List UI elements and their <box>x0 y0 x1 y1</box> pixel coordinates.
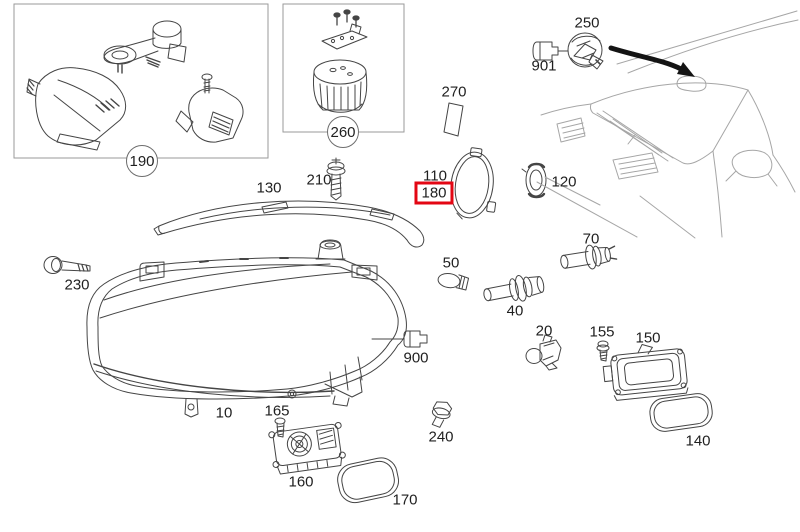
connector-900-drawing <box>371 330 428 348</box>
adjuster-kit-box <box>282 3 405 133</box>
part-label-240[interactable]: 240 <box>428 428 454 446</box>
part-label-120[interactable]: 120 <box>551 173 577 191</box>
part-label-210[interactable]: 210 <box>306 171 332 189</box>
bulb-70-drawing <box>560 244 618 270</box>
screw-165-drawing <box>274 417 286 438</box>
control-module-160-drawing <box>268 421 346 475</box>
part-label-180-highlighted[interactable]: 180 <box>414 181 454 205</box>
rain-sensor-drawing <box>567 32 604 70</box>
adjuster-motor-drawing <box>313 9 368 113</box>
gasket-170-drawing <box>337 457 400 504</box>
gasket-140-drawing <box>649 393 713 432</box>
part-label-270[interactable]: 270 <box>441 83 467 101</box>
part-label-230[interactable]: 230 <box>64 276 90 294</box>
part-label-140[interactable]: 140 <box>685 432 711 450</box>
part-label-165[interactable]: 165 <box>264 402 290 420</box>
part-label-155[interactable]: 155 <box>589 323 615 341</box>
part-label-70[interactable]: 70 <box>582 230 600 248</box>
direction-arrow-icon <box>608 45 695 77</box>
retaining-ring-drawing <box>450 147 497 220</box>
part-label-170[interactable]: 170 <box>392 491 418 509</box>
part-label-160[interactable]: 160 <box>288 473 314 491</box>
part-label-20[interactable]: 20 <box>535 322 553 340</box>
mounting-brackets-drawing <box>26 20 244 151</box>
trim-strip-drawing <box>153 200 425 248</box>
screw-155-drawing <box>596 340 610 362</box>
part-label-40[interactable]: 40 <box>506 302 524 320</box>
car-body-sketch <box>536 10 799 239</box>
bolt-240-drawing <box>431 401 453 428</box>
bulb-socket-20-drawing <box>525 334 562 371</box>
headlamp-drawing <box>86 239 407 418</box>
sensor-connector-drawing <box>532 41 569 61</box>
part-label-900[interactable]: 900 <box>403 349 429 367</box>
screw-210-drawing <box>326 157 346 201</box>
bulb-cap-drawing <box>521 162 547 199</box>
bolt-230-drawing <box>43 256 91 274</box>
bulb-50-drawing <box>437 272 470 291</box>
protective-film-drawing <box>443 102 464 137</box>
bracket-kit-box <box>13 3 269 159</box>
part-label-901[interactable]: 901 <box>531 57 557 75</box>
part-label-260[interactable]: 260 <box>327 116 359 148</box>
part-label-10[interactable]: 10 <box>215 404 233 422</box>
ballast-150-drawing <box>602 343 689 401</box>
part-label-130[interactable]: 130 <box>256 179 282 197</box>
part-label-110[interactable]: 110 <box>423 167 447 185</box>
part-label-190[interactable]: 190 <box>126 145 158 177</box>
part-label-50[interactable]: 50 <box>442 254 460 272</box>
part-label-250[interactable]: 250 <box>574 14 600 32</box>
part-label-150[interactable]: 150 <box>635 329 661 347</box>
bulb-40-drawing <box>483 274 545 302</box>
